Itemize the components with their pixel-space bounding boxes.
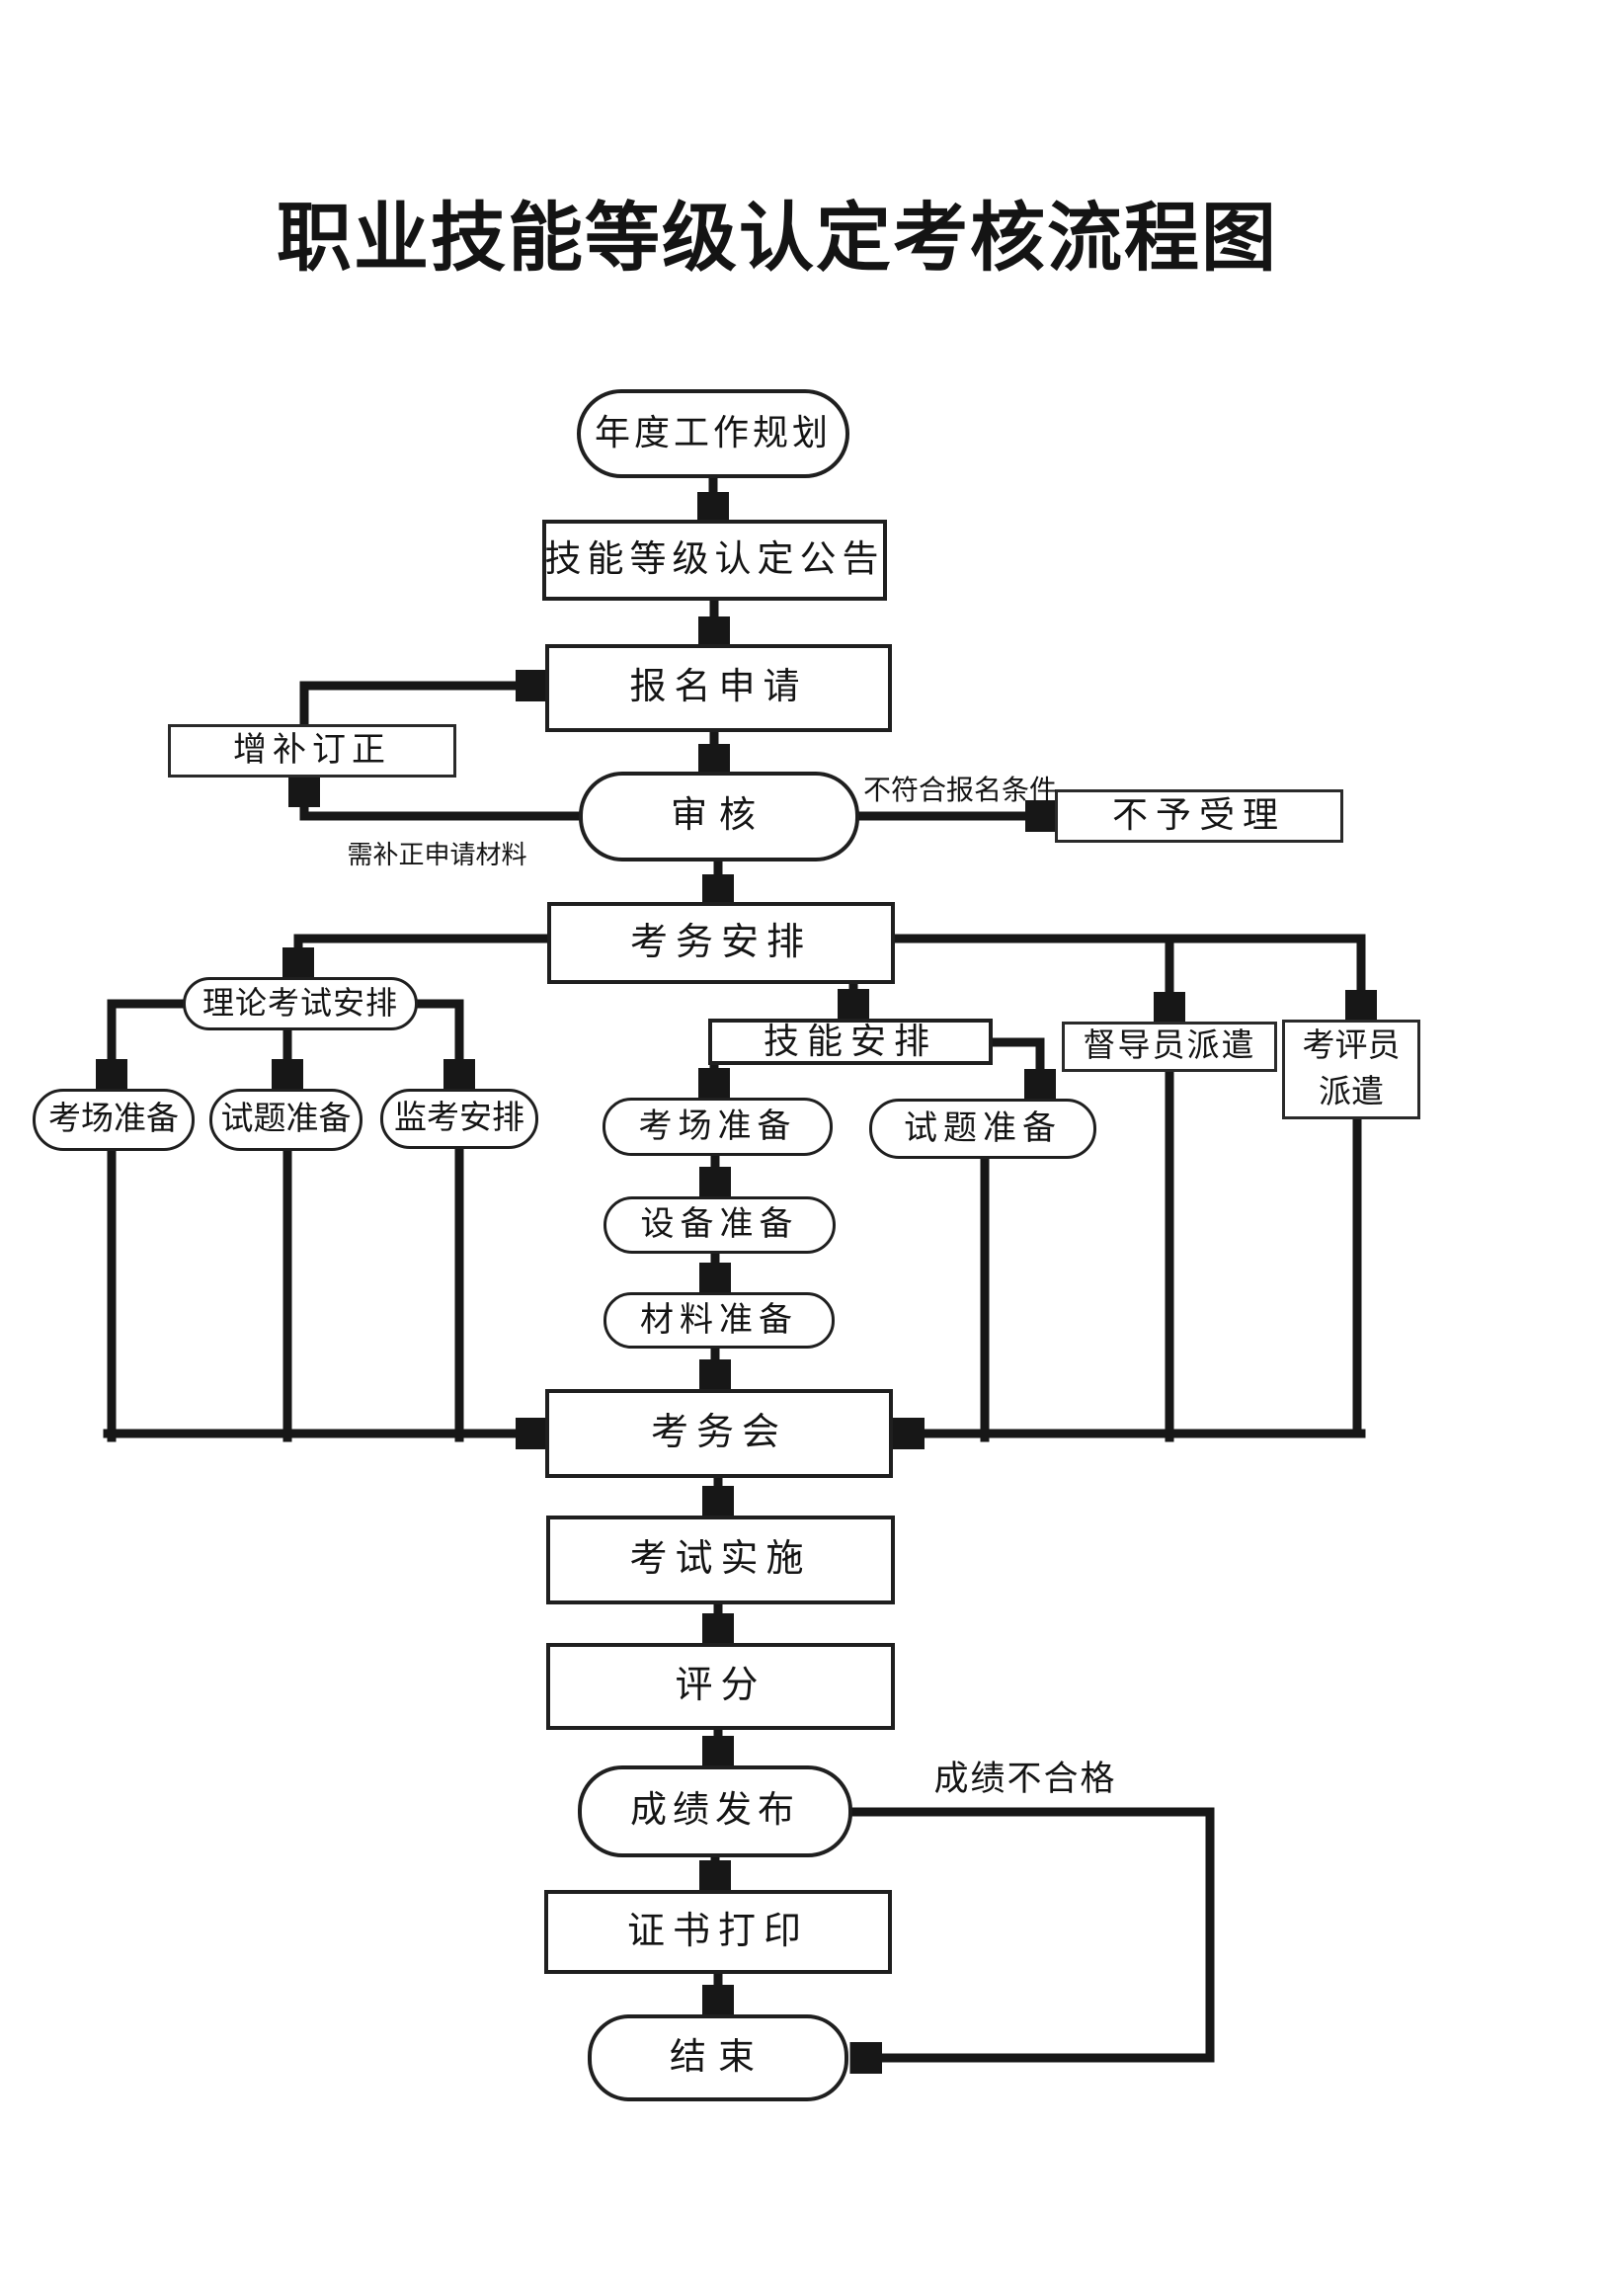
node-skill-question-preparation: 试题准备	[869, 1099, 1096, 1159]
node-review: 审核	[579, 772, 859, 861]
node-exam-affairs-meeting: 考务会	[545, 1389, 893, 1478]
node-scoring: 评分	[546, 1643, 895, 1730]
node-supervisor-dispatch: 督导员派遣	[1062, 1022, 1277, 1072]
node-not-accepted: 不予受理	[1055, 789, 1343, 843]
node-registration-application: 报名申请	[545, 644, 892, 732]
connector-supplement-apply	[299, 686, 541, 733]
node-theory-exam-arrangement: 理论考试安排	[183, 977, 418, 1030]
connector-results-end-feedback	[845, 1807, 1215, 2058]
edge-label-need-supplement: 需补正申请材料	[347, 841, 527, 869]
connector-theory-invigilation	[409, 999, 459, 1085]
node-end: 结束	[588, 2014, 848, 2101]
node-supplement-correction: 增补订正	[168, 724, 456, 778]
node-assessor-dispatch: 考评员 派遣	[1282, 1020, 1420, 1119]
node-annual-work-plan: 年度工作规划	[577, 389, 849, 478]
node-skill-venue-preparation: 考场准备	[603, 1098, 833, 1156]
connector-theory-venue	[112, 999, 192, 1085]
page-title: 职业技能等级认定考核流程图	[277, 198, 1278, 281]
node-certification-notice: 技能等级认定公告	[542, 520, 887, 601]
node-skill-arrangement: 技能安排	[708, 1019, 993, 1065]
node-theory-question-preparation: 试题准备	[209, 1089, 362, 1151]
connector-review-supplement	[304, 781, 588, 821]
node-material-preparation: 材料准备	[603, 1292, 835, 1349]
edge-label-not-qualified: 不符合报名条件	[862, 776, 1057, 806]
node-exam-affairs-arrangement: 考务安排	[547, 902, 895, 984]
connector-skill-questions2	[984, 1037, 1040, 1095]
node-theory-venue-preparation: 考场准备	[33, 1089, 195, 1151]
node-exam-implementation: 考试实施	[546, 1516, 895, 1604]
edge-label-score-fail: 成绩不合格	[933, 1760, 1117, 1798]
connector-examaffairs-theory	[298, 934, 556, 973]
node-equipment-preparation: 设备准备	[603, 1196, 836, 1254]
node-invigilation-arrangement: 监考安排	[380, 1089, 538, 1149]
node-results-release: 成绩发布	[578, 1765, 852, 1857]
node-certificate-printing: 证书打印	[544, 1890, 892, 1974]
